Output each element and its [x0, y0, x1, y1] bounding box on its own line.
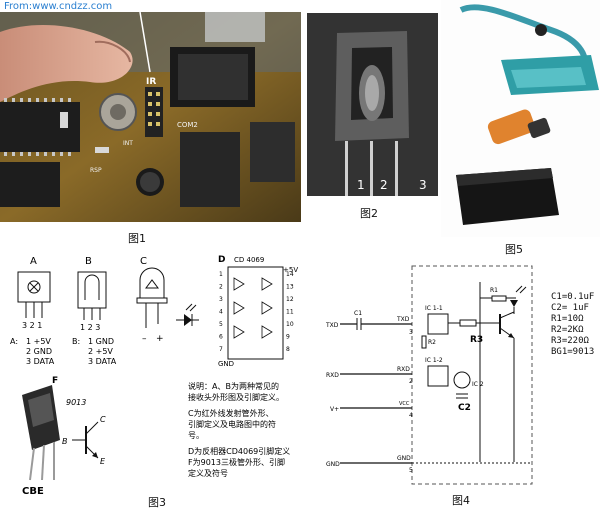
fig3-c-minus: –	[142, 334, 147, 344]
fig3-note-2: C为红外线发射管外形、	[188, 408, 274, 418]
fig4-pin-rxd: 2	[409, 378, 413, 385]
fig5-photo	[441, 0, 600, 237]
fig3-drawing: A 3 2 1 A: 1 +5V 2 GND 3 DATA B 1 2 3 B:…	[10, 255, 298, 497]
fig4-pin-vplus: 4	[409, 412, 413, 419]
fig1-rsp-label: RSP	[90, 167, 102, 174]
fig3-note-1: 接收头外形图及引脚定义。	[188, 392, 284, 402]
fig3-f-b: B	[62, 437, 68, 446]
fig3-d-gnd: GND	[218, 360, 234, 368]
fig3-a-pin-3: 3 DATA	[26, 357, 55, 366]
fig4-rxd-in: RXD	[397, 366, 410, 373]
fig4-r1: R1	[490, 287, 498, 294]
fig3-note-6: F为9013三极管外形、引脚	[188, 457, 285, 467]
fig4-value-c2: C2= 1uF	[551, 303, 589, 313]
fig2-pin-2: 2	[380, 178, 388, 192]
cd4069-pin-5: 5	[219, 321, 223, 328]
fig4-c1: C1	[354, 310, 362, 317]
cd4069-pin-10: 10	[286, 321, 294, 328]
motherboard-image: IR COM2 INT RSP	[0, 12, 301, 222]
fig4-pin-gnd: 5	[409, 467, 413, 474]
fig3-a-pin-numbers: 3 2 1	[22, 321, 42, 330]
cd4069-pin-8: 8	[286, 346, 290, 353]
fig4-caption: 图4	[452, 494, 470, 507]
fig4-pin-txd: 3	[409, 329, 413, 336]
fig4-schematic: TXD RXD V+ GND 3 2 4 5 C1 TXD RXD VCC GN…	[325, 265, 533, 485]
fig1-int-label: INT	[123, 140, 133, 147]
cd4069-pin-13: 13	[286, 284, 294, 291]
cd4069-pin-7: 7	[219, 346, 223, 353]
fig3-caption: 图3	[148, 496, 166, 509]
fig4-value-r1: R1=10Ω	[551, 314, 584, 324]
fig4-gnd-in: GND	[397, 455, 411, 462]
fig3-a-pin-1: 1 +5V	[26, 337, 51, 346]
fig4-r3: R3	[470, 335, 483, 345]
fig2-pin-1: 1	[357, 178, 365, 192]
fig3-f-letter: F	[52, 376, 58, 386]
fig3-note-0: 说明：A、B为两种常见的	[188, 381, 279, 391]
fig3-b-pin-1: 1 GND	[88, 337, 114, 346]
fig4-r2: R2	[428, 339, 436, 346]
fig4-values: C1=0.1uF C2= 1uF R1=10Ω R2=2KΩ R3=220Ω B…	[551, 292, 594, 358]
cd4069-pin-3: 3	[219, 296, 223, 303]
fig3-a-letter: A	[30, 256, 37, 267]
fig2-caption: 图2	[360, 207, 378, 220]
fig1-ir-label: IR	[146, 77, 156, 87]
fig3-b-pin-2: 2 +5V	[88, 347, 113, 356]
fig1-com2-label: COM2	[177, 121, 198, 129]
fig3-f-c: C	[100, 415, 106, 424]
fig3-d-letter: D	[218, 255, 225, 265]
fig4-sig-txd: TXD	[325, 322, 339, 329]
fig3-b-pin-numbers: 1 2 3	[80, 323, 100, 332]
fig3-note-5: D为反相器CD4069引脚定义	[188, 446, 290, 456]
fig4-ic1-1: IC 1-1	[425, 305, 443, 312]
fig4-vcc: VCC	[399, 401, 410, 407]
fig3-b-prefix: B:	[72, 337, 80, 346]
fig3-f-cbe: CBE	[22, 486, 44, 497]
fig4-sig-gnd: GND	[326, 461, 340, 468]
cd4069-pin-4: 4	[219, 309, 223, 316]
fig4-ic1-2: IC 1-2	[425, 357, 443, 364]
fig3-b-letter: B	[85, 256, 92, 267]
cd4069-pin-2: 2	[219, 284, 223, 291]
fig1-photo: IR COM2 INT RSP	[0, 12, 301, 222]
fig4-value-r3: R3=220Ω	[551, 336, 589, 346]
fig4-value-bg1: BG1=9013	[551, 347, 595, 357]
fig4-ic2: IC 2	[472, 381, 484, 388]
fig3-d-vcc: +5V	[283, 266, 298, 274]
fig4-txd-in: TXD	[396, 316, 410, 323]
cd4069-pin-11: 11	[286, 309, 294, 316]
fig4-sig-vplus: V+	[330, 406, 339, 413]
fig5-caption: 图5	[505, 243, 523, 256]
fig3-f-part: 9013	[66, 398, 86, 407]
fig4-sig-rxd: RXD	[326, 372, 339, 379]
fig3-d-chip: CD 4069	[234, 256, 264, 264]
ir-receiver-image: 1 2 3	[307, 13, 438, 196]
cd4069-pin-1: 1	[219, 271, 223, 278]
fig2-photo: 1 2 3	[307, 13, 438, 196]
source-watermark: From:www.cndzz.com	[4, 1, 113, 12]
fig3-note-7: 定义及符号	[188, 468, 228, 478]
fig4-value-c1: C1=0.1uF	[551, 292, 595, 302]
fig3-b-pin-3: 3 DATA	[88, 357, 117, 366]
fig3-c-plus: +	[156, 334, 164, 344]
fig3-c-letter: C	[140, 256, 147, 267]
fig3-note-3: 引脚定义及电路图中的符	[188, 419, 276, 429]
cd4069-pin-14: 14	[286, 271, 294, 278]
fig3-a-prefix: A:	[10, 337, 18, 346]
fig4-value-r2: R2=2KΩ	[551, 325, 584, 335]
fig3-a-pin-2: 2 GND	[26, 347, 52, 356]
cd4069-pin-12: 12	[286, 296, 294, 303]
fig3-f-e: E	[100, 457, 106, 466]
cd4069-pin-6: 6	[219, 334, 223, 341]
cd4069-pin-9: 9	[286, 334, 290, 341]
fig4-c2: C2	[458, 403, 471, 413]
fig2-pin-3: 3	[419, 178, 427, 192]
fig3-note-4: 号。	[188, 431, 204, 440]
fig1-caption: 图1	[128, 232, 146, 245]
ir-adapter-image	[456, 4, 599, 225]
